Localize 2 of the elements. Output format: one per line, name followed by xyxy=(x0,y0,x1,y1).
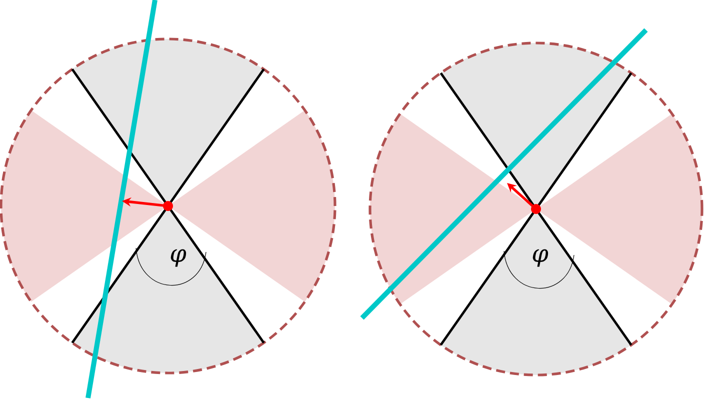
angle-label: φ xyxy=(532,249,548,267)
angle-label: φ xyxy=(170,249,186,267)
